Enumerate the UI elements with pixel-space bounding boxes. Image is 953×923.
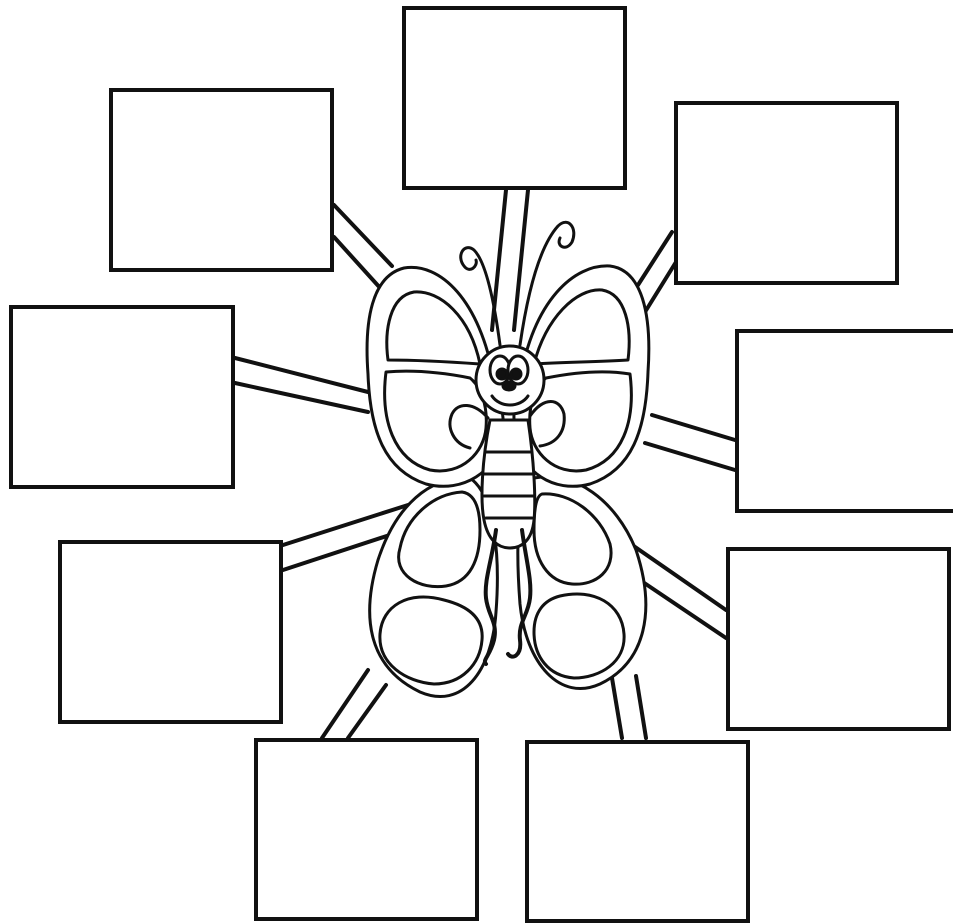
answer-box-top-left[interactable] xyxy=(109,88,334,272)
answer-box-top-right[interactable] xyxy=(674,101,899,285)
lower-right-wing xyxy=(518,477,646,689)
answer-box-top[interactable] xyxy=(402,6,627,190)
lower-left-wing xyxy=(370,478,498,697)
answer-box-bottom-left[interactable] xyxy=(254,738,479,921)
answer-box-lower-left[interactable] xyxy=(58,540,283,724)
answer-box-lower-right[interactable] xyxy=(726,547,951,731)
answer-box-right[interactable] xyxy=(735,329,953,513)
butterfly-body xyxy=(482,420,535,548)
answer-box-left[interactable] xyxy=(9,305,235,489)
butterfly-head xyxy=(476,346,544,414)
answer-box-bottom-right[interactable] xyxy=(525,740,750,923)
